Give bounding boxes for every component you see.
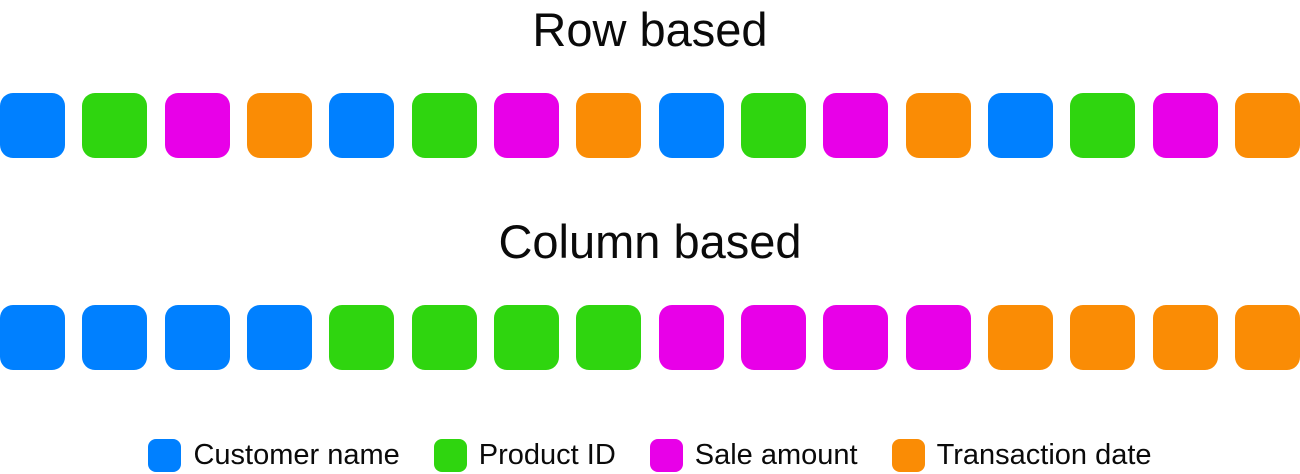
cell-green — [1070, 93, 1136, 159]
cell-blue — [82, 305, 148, 371]
cell-orange — [246, 93, 312, 159]
cell-orange — [1234, 93, 1300, 159]
cell-blue — [164, 305, 230, 371]
cell-magenta — [1152, 93, 1218, 159]
legend-swatch-orange — [891, 439, 925, 473]
legend: Customer name Product ID Sale amount Transa… — [0, 439, 1300, 473]
cell-green — [493, 305, 559, 371]
cell-blue — [0, 93, 65, 159]
cell-orange — [987, 305, 1053, 371]
cell-green — [82, 93, 148, 159]
cell-magenta — [823, 93, 889, 159]
cell-blue — [246, 305, 312, 371]
cell-green — [411, 305, 477, 371]
legend-item-blue: Customer name — [148, 439, 400, 473]
cell-green — [411, 93, 477, 159]
cell-orange — [1234, 305, 1300, 371]
cell-orange — [1070, 305, 1136, 371]
cell-magenta — [740, 305, 806, 371]
column-based-cells — [0, 305, 1300, 371]
cell-green — [329, 305, 395, 371]
legend-label: Product ID — [478, 439, 616, 472]
cell-green — [576, 305, 642, 371]
legend-swatch-magenta — [649, 439, 683, 473]
cell-blue — [987, 93, 1053, 159]
legend-label: Sale amount — [694, 439, 858, 472]
cell-magenta — [905, 305, 971, 371]
cell-orange — [576, 93, 642, 159]
legend-item-magenta: Sale amount — [649, 439, 858, 473]
cell-magenta — [493, 93, 559, 159]
cell-magenta — [164, 93, 230, 159]
cell-magenta — [658, 305, 724, 371]
legend-swatch-green — [433, 439, 467, 473]
cell-orange — [1152, 305, 1218, 371]
legend-label: Customer name — [193, 439, 400, 472]
cell-orange — [905, 93, 971, 159]
cell-blue — [329, 93, 395, 159]
legend-item-orange: Transaction date — [891, 439, 1152, 473]
legend-item-green: Product ID — [433, 439, 616, 473]
cell-blue — [0, 305, 65, 371]
cell-green — [740, 93, 806, 159]
cell-magenta — [823, 305, 889, 371]
legend-swatch-blue — [148, 439, 182, 473]
cell-blue — [658, 93, 724, 159]
legend-label: Transaction date — [936, 439, 1152, 472]
row-based-cells — [0, 93, 1300, 159]
column-based-title: Column based — [498, 215, 802, 269]
row-based-title: Row based — [532, 3, 768, 56]
